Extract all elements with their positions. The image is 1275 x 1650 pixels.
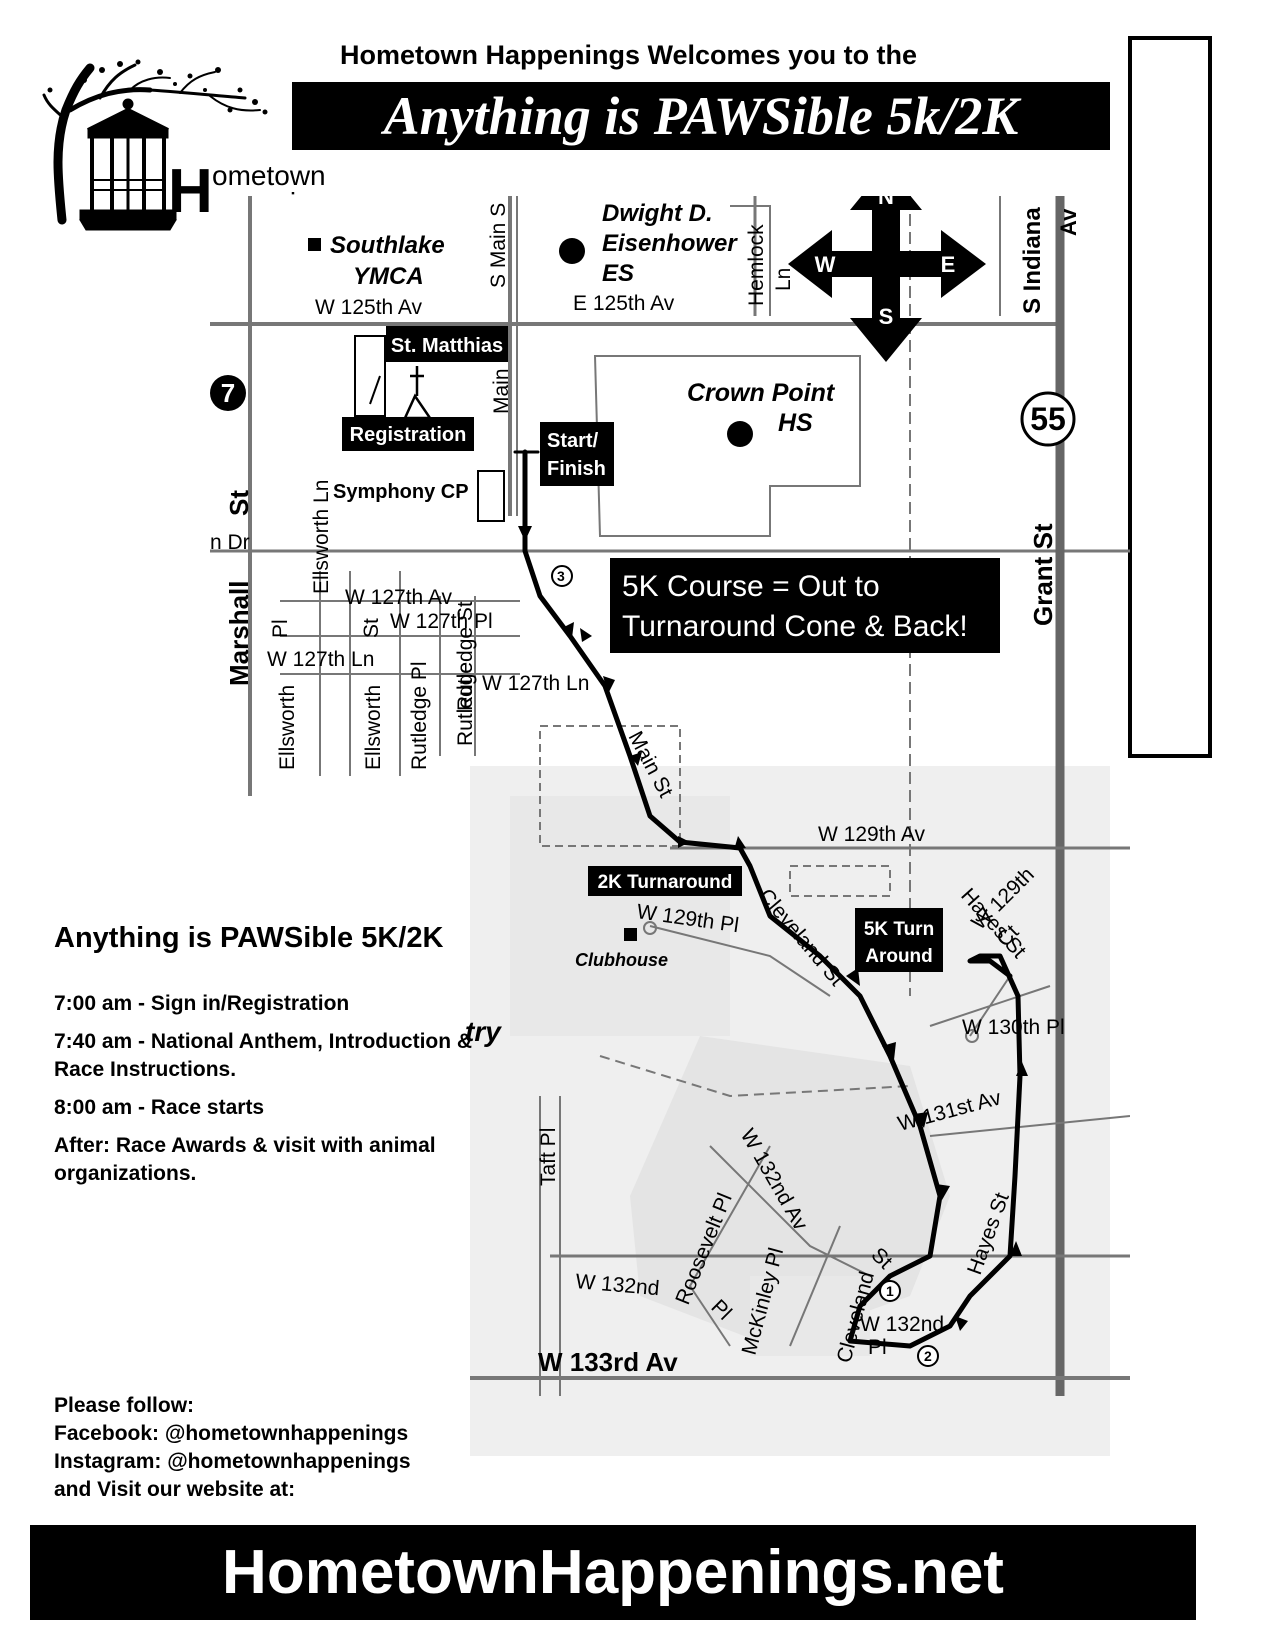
start-finish-callout: Start/ Finish	[540, 422, 614, 486]
label-s-main-s: S Main S	[487, 203, 510, 288]
race-route	[513, 449, 1023, 1349]
compass-north: N	[878, 196, 894, 209]
label-pl2: Pl	[868, 1336, 887, 1359]
schedule-item: 8:00 am - Race starts	[54, 1096, 265, 1119]
info-title: Anything is PAWSible 5K/2K	[54, 922, 444, 954]
label-ellsworth-ln: Ellsworth Ln	[310, 480, 333, 594]
facebook-handle: Facebook: @hometownhappenings	[54, 1422, 409, 1445]
label-eisenhower-3: ES	[602, 260, 634, 287]
compass-south: S	[879, 304, 894, 329]
label-e125: E 125th Av	[573, 292, 675, 315]
label-ln: Ln	[772, 268, 795, 291]
svg-text:Turnaround Cone & Back!: Turnaround Cone & Back!	[622, 610, 968, 643]
svg-text:Finish: Finish	[547, 458, 606, 480]
welcome-text: Hometown Happenings Welcomes you to the	[340, 40, 918, 70]
label-w132-2: W 132nd	[860, 1313, 944, 1336]
label-eisenhower-1: Dwight D.	[602, 200, 713, 227]
label-grant-st: Grant St	[1028, 523, 1058, 626]
route-55-shield: 55	[1020, 391, 1076, 447]
svg-text:5K Course = Out to: 5K Course = Out to	[622, 570, 880, 603]
event-title-banner: Anything is PAWSible 5k/2K	[292, 82, 1110, 150]
label-try: try	[465, 1016, 502, 1047]
registration-pointer	[369, 375, 381, 405]
compass-rose-icon: N S E W	[788, 196, 986, 362]
label-crown-point-1: Crown Point	[687, 379, 836, 407]
map-background	[210, 196, 1110, 1456]
label-crown-point-2: HS	[778, 409, 813, 437]
label-ellsworth2: Ellsworth	[362, 685, 385, 770]
website-footer-banner: HometownHappenings.net	[30, 1525, 1196, 1620]
label-w127-ln: W 127th Ln	[267, 648, 374, 671]
svg-text:Start/: Start/	[547, 430, 599, 452]
svg-text:Registration: Registration	[350, 424, 467, 446]
label-s-indiana: S Indiana	[1019, 207, 1046, 314]
school-icon-hs	[727, 421, 753, 447]
label-eisenhower-2: Eisenhower	[602, 230, 738, 257]
label-taft: Taft Pl	[537, 1128, 560, 1186]
label-hemlock: Hemlock	[745, 224, 768, 306]
website-intro: and Visit our website at:	[54, 1478, 296, 1501]
schedule-item: After: Race Awards & visit with animal o…	[54, 1134, 436, 1185]
svg-text:7: 7	[221, 378, 235, 408]
right-side-box	[1128, 36, 1212, 758]
marker-1: 1	[886, 1283, 894, 1299]
label-w130: W 130th Pl	[962, 1016, 1065, 1039]
marker-3: 3	[557, 568, 565, 584]
label-clubhouse: Clubhouse	[575, 950, 668, 970]
tree-icon	[42, 63, 261, 225]
svg-text:Around: Around	[865, 946, 933, 967]
st-matthias-callout: St. Matthias	[386, 326, 508, 362]
gazebo-icon	[79, 98, 177, 231]
label-marshall: Marshall	[224, 581, 254, 687]
label-main: Main	[490, 368, 513, 414]
logo-initial: H	[168, 157, 213, 226]
race-course-map: N S E W 3 1 2 7 55 Southla	[210, 196, 1130, 1456]
schedule-item: 7:40 am - National Anthem, Introduction …	[54, 1030, 473, 1081]
label-ellsworth: Ellsworth	[276, 685, 299, 770]
label-ymca-2: YMCA	[353, 263, 424, 290]
compass-west: W	[815, 252, 836, 277]
label-w129-av: W 129th Av	[818, 823, 926, 846]
label-st: St	[224, 490, 254, 516]
turnaround-2k-callout: 2K Turnaround	[588, 866, 742, 896]
svg-text:St. Matthias: St. Matthias	[391, 335, 503, 357]
instagram-handle: Instagram: @hometownhappenings	[54, 1450, 411, 1473]
course-info-callout: 5K Course = Out to Turnaround Cone & Bac…	[610, 558, 1000, 653]
marker-2: 2	[924, 1348, 932, 1364]
label-av: Av	[1056, 208, 1081, 236]
turnaround-5k-callout: 5K Turn Around	[855, 908, 943, 972]
label-w127-ln2: W 127th Ln	[482, 672, 589, 695]
svg-text:55: 55	[1030, 401, 1066, 437]
label-w133: W 133rd Av	[538, 1347, 678, 1377]
label-rutledge: Rutledge	[454, 662, 477, 746]
label-symphony: Symphony CP	[333, 481, 469, 503]
label-rutledge-st: Rutledge St	[454, 601, 477, 711]
svg-text:5K Turn: 5K Turn	[864, 919, 934, 940]
label-n-dr: n Dr	[210, 531, 250, 554]
schedule-item: 7:00 am - Sign in/Registration	[54, 992, 350, 1015]
label-ymca-1: Southlake	[330, 232, 445, 259]
route-7-shield: 7	[210, 375, 246, 411]
compass-east: E	[941, 252, 956, 277]
label-w127-av: W 127th Av	[345, 586, 453, 609]
label-rutledge-pl: Rutledge Pl	[408, 661, 431, 770]
svg-text:2K Turnaround: 2K Turnaround	[598, 872, 733, 893]
km-markers: 3 1 2	[551, 565, 939, 1367]
registration-callout: Registration	[342, 417, 474, 451]
label-w125: W 125th Av	[315, 296, 423, 319]
school-icon	[559, 238, 585, 264]
follow-heading: Please follow:	[54, 1394, 195, 1417]
label-ellsworth-pl: Pl	[269, 619, 292, 638]
logo-line1: ometown	[212, 160, 326, 191]
follow-block: Please follow: Facebook: @hometownhappen…	[54, 1392, 484, 1504]
label-w127-pl: W 127th Pl	[390, 610, 493, 633]
route-arrows	[518, 526, 1028, 1331]
label-ells-st: St	[360, 618, 383, 638]
leaves-icon	[47, 59, 268, 115]
